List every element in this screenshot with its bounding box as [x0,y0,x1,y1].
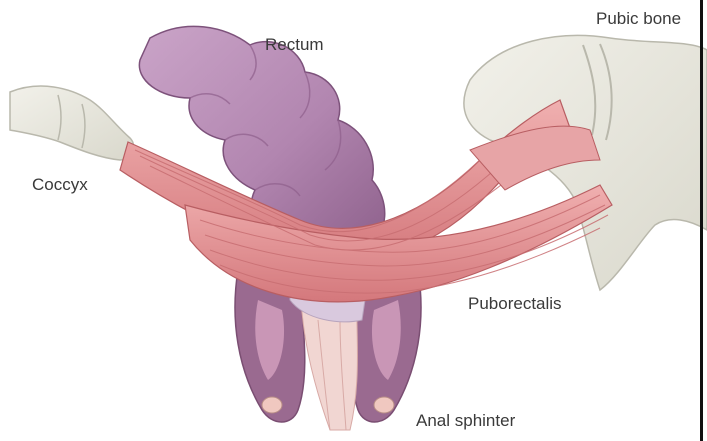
label-coccyx: Coccyx [32,176,88,193]
label-pubic-bone: Pubic bone [596,10,681,27]
label-rectum: Rectum [265,36,324,53]
label-anal-sphincter: Anal sphinter [416,412,515,429]
image-border [700,0,703,441]
label-puborectalis: Puborectalis [468,295,562,312]
coccyx-bone [10,86,134,160]
